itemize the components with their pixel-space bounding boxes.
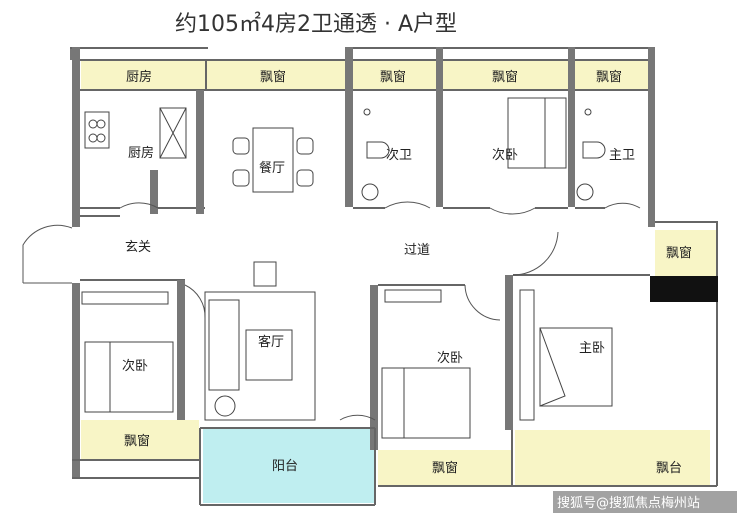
label-master-bedroom: 主卧	[579, 341, 605, 356]
label-kitchen: 厨房	[128, 145, 154, 161]
label-second-bedroom-mid: 次卧	[437, 350, 463, 366]
label-dining: 餐厅	[259, 160, 285, 176]
label-bay-window-bottom-mid: 飘窗	[432, 460, 458, 476]
label-bay-platform: 飘台	[656, 461, 682, 476]
watermark: 搜狐号@搜狐焦点梅州站	[557, 496, 700, 511]
wardrobes	[81, 289, 535, 421]
bath-fixtures	[361, 108, 606, 201]
walls	[70, 47, 718, 506]
label-balcony: 阳台	[272, 459, 298, 474]
label-corridor: 过道	[404, 243, 430, 258]
label-kitchen-window: 厨房	[126, 69, 152, 85]
plan-title: 约105㎡4房2卫通透 · A户型	[175, 11, 457, 37]
bed-master	[539, 327, 613, 407]
label-second-bedroom-left: 次卧	[122, 358, 148, 374]
room-labels: 厨房 飘窗 飘窗 飘窗 飘窗 厨房 餐厅 次卫 次卧 主卫 玄关 过道 飘窗 次…	[122, 69, 692, 476]
label-bay-window-second-top: 飘窗	[492, 69, 518, 85]
bed-left	[84, 341, 174, 413]
bay-window-zones	[81, 60, 717, 486]
bed-mid	[381, 367, 471, 439]
label-bay-window-bottom-left: 飘窗	[124, 433, 150, 449]
label-bay-window-master-bath: 飘窗	[596, 69, 622, 85]
bed-top	[507, 97, 567, 169]
watermark-bg	[553, 491, 737, 513]
dining-table	[232, 127, 314, 193]
balcony-zone	[203, 428, 375, 503]
kitchen-fixtures	[84, 107, 187, 159]
living-furniture	[204, 261, 316, 421]
label-living: 客厅	[258, 334, 284, 350]
label-entrance: 玄关	[125, 240, 151, 255]
label-bay-window-bath: 飘窗	[380, 69, 406, 85]
window-column	[650, 276, 718, 302]
label-bay-window-top: 飘窗	[260, 69, 286, 85]
label-second-bedroom-top: 次卧	[492, 147, 518, 163]
label-second-bath: 次卫	[386, 147, 412, 163]
label-master-bath: 主卫	[609, 148, 635, 163]
label-bay-window-right: 飘窗	[666, 245, 692, 261]
